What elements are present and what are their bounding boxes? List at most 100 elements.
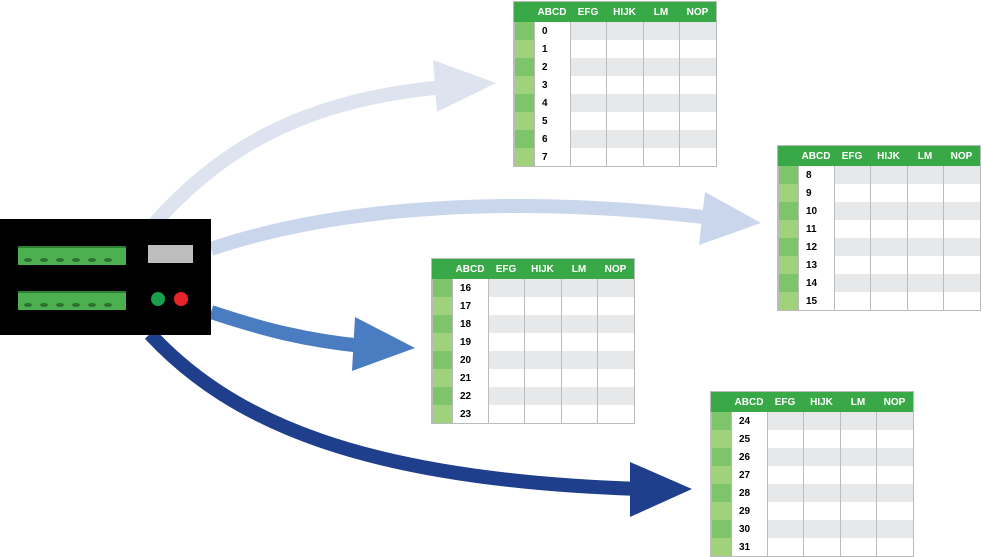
arrowhead-table-24-31 [630,462,692,517]
table-row: 8 [778,166,980,184]
arrowhead-table-0-7 [433,60,496,112]
table-body: 24 25 26 27 28 29 30 31 [711,412,913,556]
table-row: 29 [711,502,913,520]
header-efg: EFG [577,6,599,18]
table-row: 9 [778,184,980,202]
table-row: 18 [432,315,634,333]
header-lm: LM [653,6,669,18]
row-id: 6 [534,130,570,148]
row-id: 11 [798,220,834,238]
row-id: 26 [731,448,767,466]
terminal-pin [24,258,32,262]
header-hijk: HIJK [531,263,554,275]
row-id: 28 [731,484,767,502]
header-nop: NOP [950,150,973,162]
header-lm: LM [571,263,587,275]
row-id: 3 [534,76,570,94]
row-id: 19 [452,333,488,351]
header-hijk: HIJK [810,396,833,408]
row-id: 15 [798,292,834,310]
header-efg: EFG [495,263,517,275]
row-id: 29 [731,502,767,520]
table-row: 31 [711,538,913,556]
header-lm: LM [850,396,866,408]
table-row: 2 [514,58,716,76]
terminal-pin [40,258,48,262]
arrow-to-table-8-15 [208,199,713,256]
terminal-pin [104,303,112,307]
table-body: 0 1 2 3 4 5 6 7 [514,22,716,166]
row-id: 27 [731,466,767,484]
table-row: 1 [514,40,716,58]
data-logger-device [0,219,211,335]
arrowhead-table-8-15 [699,192,761,245]
table-row: 21 [432,369,634,387]
table-row: 7 [514,148,716,166]
table-row: 30 [711,520,913,538]
arrow-to-table-16-23 [208,305,363,353]
row-id: 24 [731,412,767,430]
table-row: 22 [432,387,634,405]
header-efg: EFG [841,150,863,162]
table-row: 11 [778,220,980,238]
table-row: 26 [711,448,913,466]
row-id: 10 [798,202,834,220]
row-id: 4 [534,94,570,112]
table-row: 16 [432,279,634,297]
table-row: 3 [514,76,716,94]
table-row: 20 [432,351,634,369]
table-row: 0 [514,22,716,40]
arrow-to-table-24-31 [144,329,641,496]
terminal-pin [56,258,64,262]
arrowhead-table-16-23 [352,317,415,371]
terminal-pin [40,303,48,307]
row-id: 13 [798,256,834,274]
table-row: 24 [711,412,913,430]
row-id: 30 [731,520,767,538]
header-nop: NOP [686,6,709,18]
terminal-pin [72,258,80,262]
table-row: 25 [711,430,913,448]
row-id: 16 [452,279,488,297]
terminal-pin [72,303,80,307]
terminal-pin [56,303,64,307]
table-row: 15 [778,292,980,310]
table-row: 17 [432,297,634,315]
row-id: 23 [452,405,488,423]
header-nop: NOP [883,396,906,408]
data-table-0-7: ABCD EFG HIJK LM NOP 0 1 2 3 4 5 6 7 [513,1,717,167]
table-row: 19 [432,333,634,351]
row-id: 22 [452,387,488,405]
data-table-8-15: ABCD EFG HIJK LM NOP 8 9 10 11 12 13 14 … [777,145,981,311]
row-id: 2 [534,58,570,76]
row-id: 5 [534,112,570,130]
header-abcd: ABCD [801,150,831,162]
data-table-16-23: ABCD EFG HIJK LM NOP 16 17 18 19 20 21 2… [431,258,635,424]
table-row: 5 [514,112,716,130]
terminal-strip-top [18,246,126,265]
header-lm: LM [917,150,933,162]
table-row: 4 [514,94,716,112]
header-hijk: HIJK [613,6,636,18]
header-key-cell [514,2,534,22]
header-efg: EFG [774,396,796,408]
row-id: 21 [452,369,488,387]
terminal-pin [88,303,96,307]
table-row: 27 [711,466,913,484]
row-id: 25 [731,430,767,448]
table-header: ABCD EFG HIJK LM NOP [432,259,634,279]
terminal-strip-bottom [18,291,126,310]
header-key-cell [432,259,452,279]
table-row: 13 [778,256,980,274]
table-row: 14 [778,274,980,292]
header-abcd: ABCD [734,396,764,408]
header-hijk: HIJK [877,150,900,162]
header-key-cell [778,146,798,166]
terminal-pin [88,258,96,262]
device-display [148,245,193,263]
table-row: 12 [778,238,980,256]
row-id: 18 [452,315,488,333]
row-id: 0 [534,22,570,40]
red-status-led [174,292,188,306]
row-id: 1 [534,40,570,58]
